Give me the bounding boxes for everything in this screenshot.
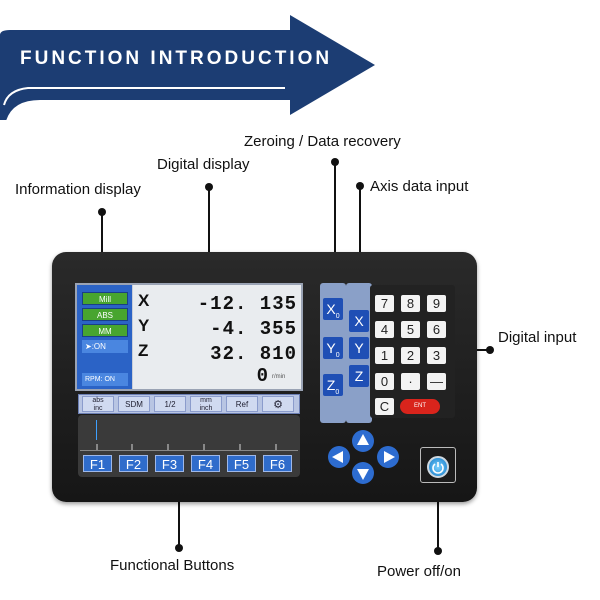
- key-8[interactable]: 8: [401, 295, 420, 312]
- z-axis-value: 32. 810: [210, 343, 297, 365]
- z-axis-button[interactable]: Z: [349, 365, 369, 387]
- z-zero-button[interactable]: Z0: [323, 374, 343, 396]
- coord-indicator: ABS: [82, 308, 128, 321]
- callout-functional-buttons: Functional Buttons: [110, 557, 235, 574]
- key-7[interactable]: 7: [375, 295, 394, 312]
- digital-display: [133, 285, 301, 389]
- x-axis-label: X: [138, 291, 150, 310]
- key-minus[interactable]: —: [427, 373, 446, 390]
- leader-dot: [486, 346, 494, 354]
- key-3[interactable]: 3: [427, 347, 446, 364]
- ref-softkey[interactable]: Ref: [226, 396, 258, 412]
- leader-line: [359, 186, 361, 286]
- z-axis-label: Z: [138, 341, 149, 360]
- callout-power: Power off/on: [377, 563, 461, 580]
- tool-icon: ➤: [85, 342, 92, 351]
- callout-digital-input: Digital input: [498, 329, 577, 346]
- leader-line: [334, 162, 336, 286]
- key-2[interactable]: 2: [401, 347, 420, 364]
- banner-arrow: [0, 15, 375, 120]
- f5-button[interactable]: F5: [227, 455, 256, 472]
- clear-button[interactable]: C: [375, 398, 394, 415]
- key-9[interactable]: 9: [427, 295, 446, 312]
- gear-icon: ⚙: [273, 399, 283, 411]
- key-0[interactable]: 0: [375, 373, 394, 390]
- callout-digital-display: Digital display: [157, 156, 250, 173]
- key-1[interactable]: 1: [375, 347, 394, 364]
- f4-button[interactable]: F4: [191, 455, 220, 472]
- leader-line: [178, 478, 180, 546]
- leader-line: [437, 480, 439, 549]
- callout-information-display: Information display: [15, 181, 141, 198]
- x-axis-value: -12. 135: [197, 293, 297, 315]
- arrow-down-button[interactable]: [352, 462, 374, 484]
- notch: [131, 444, 133, 451]
- f3-button[interactable]: F3: [155, 455, 184, 472]
- key-4[interactable]: 4: [375, 321, 394, 338]
- leader-dot: [175, 544, 183, 552]
- settings-softkey[interactable]: ⚙: [262, 396, 294, 412]
- cursor-indicator: [96, 420, 97, 440]
- sdm-softkey[interactable]: SDM: [118, 396, 150, 412]
- mode-indicator: Mill: [82, 292, 128, 305]
- leader-line: [208, 187, 210, 287]
- notch: [239, 444, 241, 451]
- key-6[interactable]: 6: [427, 321, 446, 338]
- enter-button[interactable]: ENT: [400, 399, 440, 414]
- y-zero-button[interactable]: Y0: [323, 337, 343, 359]
- callout-zeroing: Zeroing / Data recovery: [244, 133, 401, 150]
- spindle-value: 0: [256, 365, 269, 387]
- y-axis-button[interactable]: Y: [349, 337, 369, 359]
- notch: [96, 444, 98, 451]
- x-axis-button[interactable]: X: [349, 310, 369, 332]
- notch: [167, 444, 169, 451]
- f1-button[interactable]: F1: [83, 455, 112, 472]
- f6-button[interactable]: F6: [263, 455, 292, 472]
- leader-dot: [434, 547, 442, 555]
- x-zero-button[interactable]: X0: [323, 298, 343, 320]
- key-5[interactable]: 5: [401, 321, 420, 338]
- arrow-up-button[interactable]: [352, 430, 374, 452]
- callout-axis-input: Axis data input: [370, 178, 469, 195]
- tool-indicator: ➤:ON: [82, 340, 128, 353]
- unit-indicator: MM: [82, 324, 128, 337]
- power-icon: [432, 462, 444, 474]
- leader-line: [101, 212, 103, 286]
- rpm-indicator: RPM: ON: [82, 373, 128, 386]
- key-decimal[interactable]: ·: [401, 373, 420, 390]
- half-softkey[interactable]: 1/2: [154, 396, 186, 412]
- banner-title: FUNCTION INTRODUCTION: [20, 48, 333, 69]
- spindle-unit: r/min: [272, 374, 286, 380]
- notch: [203, 444, 205, 451]
- y-axis-value: -4. 355: [210, 318, 297, 340]
- f2-button[interactable]: F2: [119, 455, 148, 472]
- arrow-left-button[interactable]: [328, 446, 350, 468]
- notch: [275, 444, 277, 451]
- function-divider: [80, 450, 298, 451]
- y-axis-label: Y: [138, 316, 150, 335]
- arrow-right-button[interactable]: [377, 446, 399, 468]
